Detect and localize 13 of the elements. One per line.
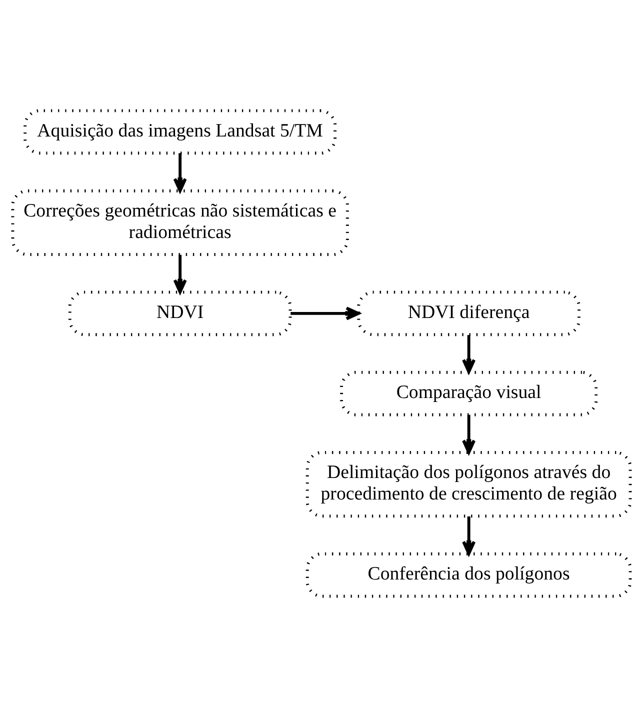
node-box: Conferência dos polígonos: [306, 552, 632, 598]
node-box: Correções geométricas não sistemáticas e radiométricas: [11, 189, 349, 256]
arrow: [290, 306, 360, 320]
arrow: [462, 335, 476, 374]
node-box: Delimitação dos polígonos através do procedimento de crescimento de região: [306, 451, 632, 518]
node-box: NDVI diferença: [357, 290, 580, 336]
arrow: [173, 254, 187, 294]
arrow: [462, 516, 476, 556]
arrow: [173, 153, 187, 192]
arrow: [462, 414, 476, 454]
node-box: NDVI: [68, 290, 292, 336]
node-box: Comparação visual: [340, 370, 598, 416]
node-box: Aquisição das imagens Landsat 5/TM: [24, 109, 337, 155]
